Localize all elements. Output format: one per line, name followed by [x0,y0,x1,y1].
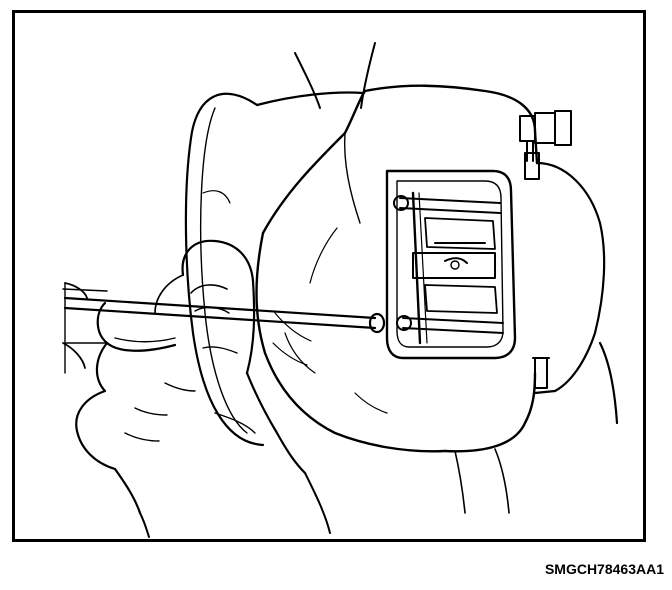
caliper-body [255,84,539,453]
steering-knuckle [533,161,619,425]
brake-caliper-illustration [62,42,619,538]
caliper-window [385,169,517,360]
brake-pads [424,217,498,314]
brake-rotor [184,91,365,447]
pad-spring-clip [411,191,496,345]
lower-mounting-bolt [532,357,550,389]
shading-strokes [272,312,388,414]
pin-punch-tool [62,282,386,374]
illustration-frame [12,10,646,542]
upper-mounting-bolt [519,110,572,180]
strut-outline [294,42,376,109]
figure-code-label: SMGCH78463AA1 [544,561,664,577]
sleeve-outline [139,448,510,538]
pad-retaining-pins [393,195,504,334]
technician-hand [75,239,307,515]
